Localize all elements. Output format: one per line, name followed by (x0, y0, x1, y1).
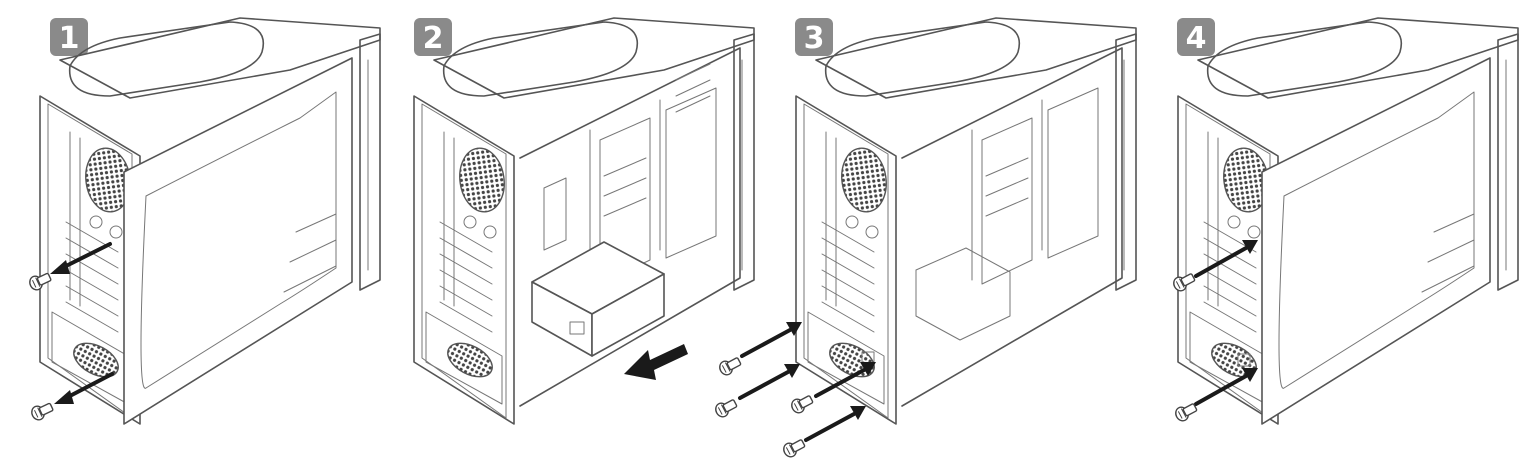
arrow-icon (54, 372, 114, 404)
step-2: 2 (413, 17, 755, 425)
screw-icon (788, 392, 816, 416)
arrow-icon (738, 364, 800, 400)
arrow-icon (1194, 368, 1258, 406)
pc-case (413, 17, 755, 425)
step-badge (1177, 18, 1215, 56)
arrow-icon (740, 322, 802, 358)
screw-icon (780, 436, 808, 460)
side-panel (1261, 57, 1491, 425)
step-3: 3 (712, 17, 1137, 460)
arrow-icon (50, 242, 112, 274)
screw-icon (712, 396, 740, 420)
screw-icon (716, 354, 744, 378)
psu-icon (531, 241, 665, 357)
arrow-icon (814, 362, 876, 398)
step-1: 1 (26, 17, 381, 425)
step-4: 4 (1170, 17, 1519, 425)
step-number: 3 (804, 21, 825, 56)
pc-case (795, 17, 1137, 425)
step-badge (50, 18, 88, 56)
step-number: 2 (423, 21, 444, 56)
arrow-icon (1194, 240, 1258, 278)
arrow-icon (624, 344, 688, 380)
step-badge (795, 18, 833, 56)
step-number: 4 (1186, 21, 1207, 56)
screw-icon (28, 399, 56, 423)
step-badge (414, 18, 452, 56)
step-number: 1 (59, 21, 80, 56)
side-panel (123, 57, 353, 425)
arrow-icon (804, 406, 866, 442)
